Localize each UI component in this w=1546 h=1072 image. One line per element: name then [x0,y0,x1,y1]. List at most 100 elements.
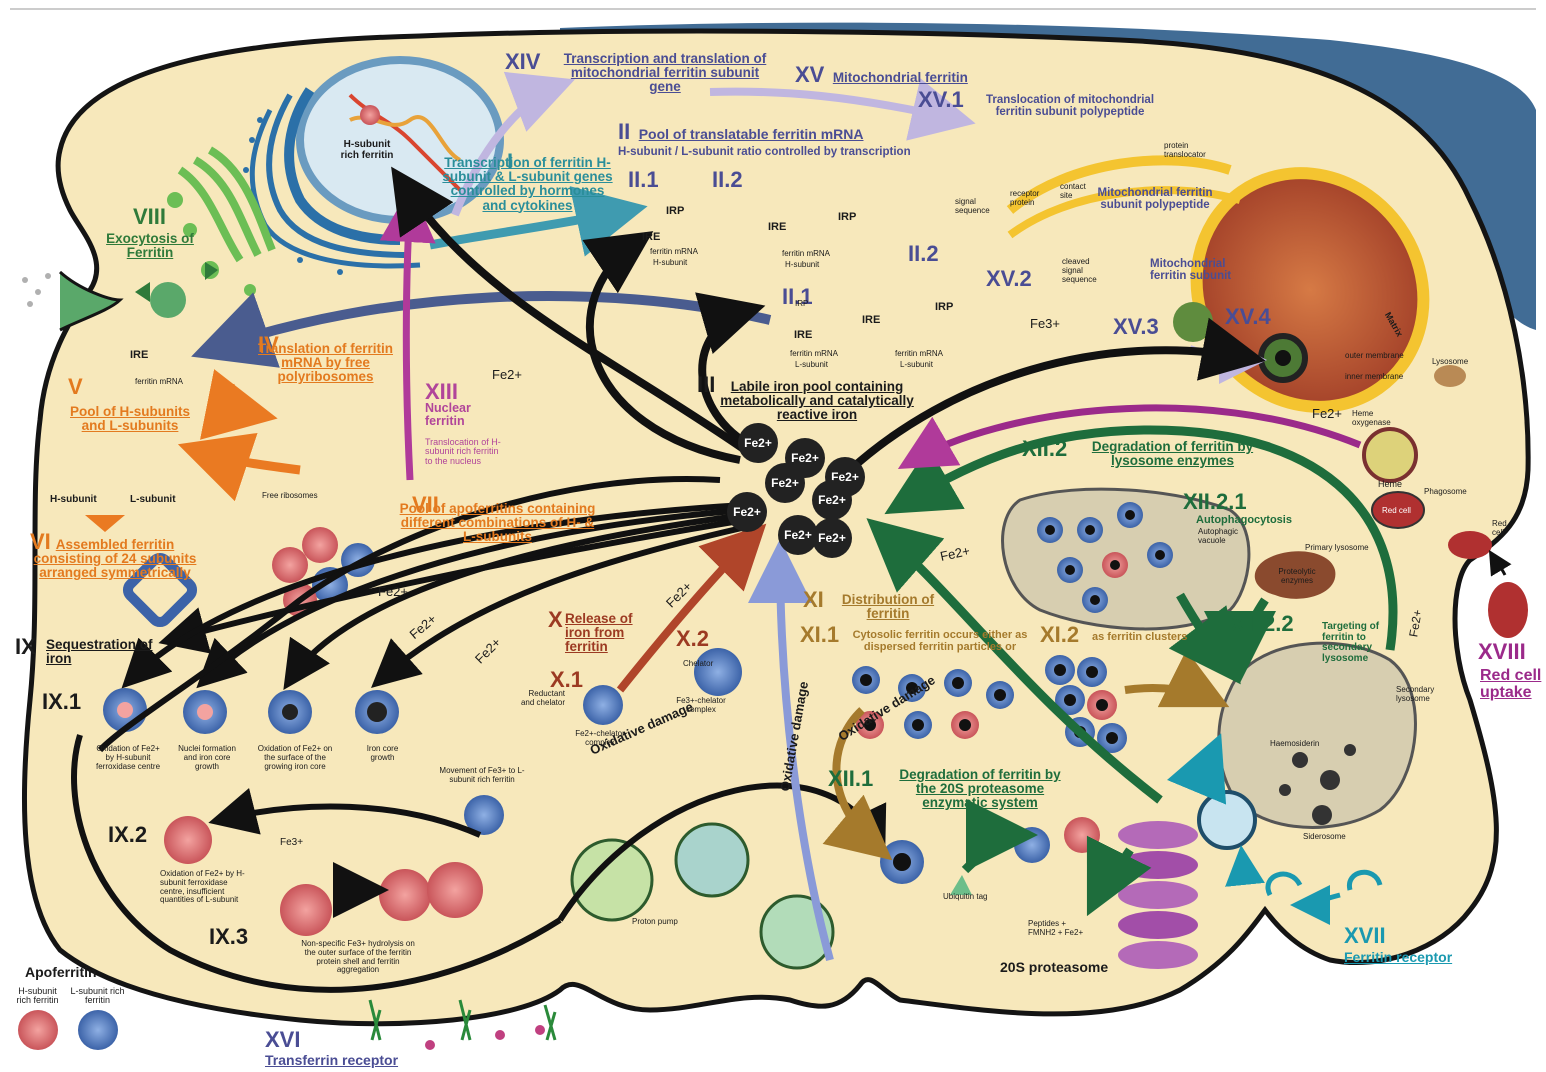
label-xv3-num: XV.3 [1113,314,1159,339]
fe2-ion: Fe2+ [765,463,805,503]
label-xv2: XV.2 [986,267,1036,291]
label-ii1-a-num: II.1 [628,167,659,192]
label-ix2-a: Movement of Fe3+ to L-subunit rich ferri… [437,767,527,785]
label-phagosome: Phagosome [1424,488,1467,497]
label-secondary-lysosome: Secondary lysosome [1396,686,1446,704]
label-xv4-num: XV.4 [1225,304,1271,329]
ix3-ferritin [280,884,332,936]
label-xii2-title: Degradation of ferritin by lysosome enzy… [1090,440,1255,468]
transferrin-endosome-2 [676,824,748,896]
label-xi-title: Distribution of ferritin [828,593,948,621]
label-xiv: XIV [505,50,544,74]
label-receptor-protein: receptor protein [1010,190,1050,208]
label-mrna-ii1a: ferritin mRNA [650,248,698,257]
siderosome [1312,805,1332,825]
label-ix1-a: Oxidation of Fe2+ by H-subunit ferroxida… [93,745,163,771]
label-xiv-title: Transcription and translation of mitocho… [555,52,775,95]
label-ix-title: Sequestration of iron [46,638,156,666]
transferrin-iron [425,1025,545,1050]
label-ix3-a: Non-specific Fe3+ hydrolysis on the oute… [298,940,418,975]
label-xv1: XV.1 [918,88,968,112]
label-proton-pump: Proton pump [632,918,678,927]
label-xvii-num: XVII [1344,923,1386,948]
label-ii-sub: H-subunit / L-subunit ratio controlled b… [618,146,911,158]
label-mito-subunit-polypeptide: Mitochondrial ferritin subunit polypepti… [1095,187,1215,211]
label-xii22-num: XII.2.2 [1230,611,1294,636]
label-hsub-ii2a: H-subunit [785,261,819,270]
label-heme-oxygenase: Heme oxygenase [1352,410,1392,428]
nuclear-ferritin [360,105,380,125]
label-free-ribosomes: Free ribosomes [262,492,318,500]
label-chelator: Chelator [683,660,713,669]
exported-ferritin-dots [22,273,51,307]
label-viii-title: Exocytosis of Ferritin [105,232,195,260]
label-ii2-b: II.2 [908,242,943,266]
label-proteolytic-enzymes: Proteolytic enzymes [1272,568,1322,586]
label-lsub-ii2b: L-subunit [900,361,933,370]
label-primary-lysosome: Primary lysosome [1305,544,1369,553]
label-h-subunit: H-subunit [50,495,97,506]
x1-ferritin [583,685,623,725]
label-ix3-num: IX.3 [209,924,248,949]
label-xiii-sub: Translocation of H-subunit rich ferritin… [425,438,505,466]
label-ii-num: II [618,119,630,144]
legend-h-rich [18,1010,58,1050]
label-x-title: Release of iron from ferritin [565,612,655,655]
label-xvi: XVI [265,1028,304,1052]
label-xii2: XII.2 [1022,437,1071,461]
label-viii: VIII [133,205,170,229]
legend-l-rich-label: L-subunit rich ferritin [70,987,125,1006]
label-i-title: Transcription of ferritin H-subunit & L-… [440,156,615,213]
label-ii2-b-num: II.2 [908,241,939,266]
xii1-iron-core [893,853,911,871]
label-ix2-num: IX.2 [108,822,147,847]
label-heme: Heme [1378,480,1402,489]
xii1-ferritin-2 [1064,817,1100,853]
mito-ferritin-assembly [1173,302,1213,342]
transferrin-endosome-1 [572,840,652,920]
label-v-title: Pool of H-subunits and L-subunits [60,405,200,433]
label-fe2-ix: Fe2+ [378,585,408,599]
label-xv-num: XV [795,62,824,87]
label-xv3: XV.3 [1113,315,1163,339]
label-fe2-chelator-complex: Fe2+-chelator complex [570,730,630,748]
label-reductant-chelator: Reductant and chelator [520,690,565,708]
label-xii22-sub: Targeting of ferritin to secondary lysos… [1322,622,1412,664]
label-irp-ii1b: IRP [795,300,808,309]
label-cleaved-signal-sequence: cleaved signal sequence [1062,258,1102,284]
arrow-xiii-nuclear [406,200,410,480]
label-x: X [548,608,567,632]
label-xv: XV Mitochondrial ferritin [795,63,968,87]
arrow-red-cell-uptake [1492,555,1505,575]
label-xii21-sub: Autophagocytosis [1196,515,1292,527]
legend-h-rich-label: H-subunit rich ferritin [10,987,65,1006]
label-hsub-ii1a: H-subunit [653,259,687,268]
label-xiv-num: XIV [505,49,540,74]
label-viii-num: VIII [133,204,166,229]
label-v-num: V [68,374,83,399]
label-ix1-d: Iron core growth [360,745,405,763]
label-xvi-title: Transferrin receptor [265,1053,398,1068]
label-xi1-sub: Cytosolic ferritin occurs either as disp… [850,630,1030,653]
label-ii1-a: II.1 [628,168,663,192]
label-xii1-title: Degradation of ferritin by the 20S prote… [895,768,1065,811]
label-mito-subunit: Mitochondrial ferritin subunit [1150,258,1260,282]
label-red-cell-inside: Red cell [1382,507,1411,516]
label-x2-num: X.2 [676,626,709,651]
label-ire-ii2a: IRE [768,222,786,234]
fe2-ion: Fe2+ [812,480,852,520]
label-nucleus-h-rich: H-subunit rich ferritin [337,140,397,161]
legend-l-rich [78,1010,118,1050]
label-fe3-mito: Fe3+ [1030,317,1060,331]
label-irp-ii2b: IRP [935,302,953,314]
label-iii-title: Labile iron pool containing metabolicall… [697,380,937,423]
ferritin-endosome [1199,792,1255,848]
label-xviii-title: Red cell uptake [1480,668,1542,702]
label-ix3: IX.3 [209,925,252,949]
label-xii1-num: XII.1 [828,766,873,791]
red-cell-entering [1448,531,1492,559]
label-xi-num: XI [803,587,824,612]
label-fe3-chelator-complex: Fe3+-chelator complex [676,697,726,715]
label-ii: II Pool of translatable ferritin mRNA [618,120,864,144]
